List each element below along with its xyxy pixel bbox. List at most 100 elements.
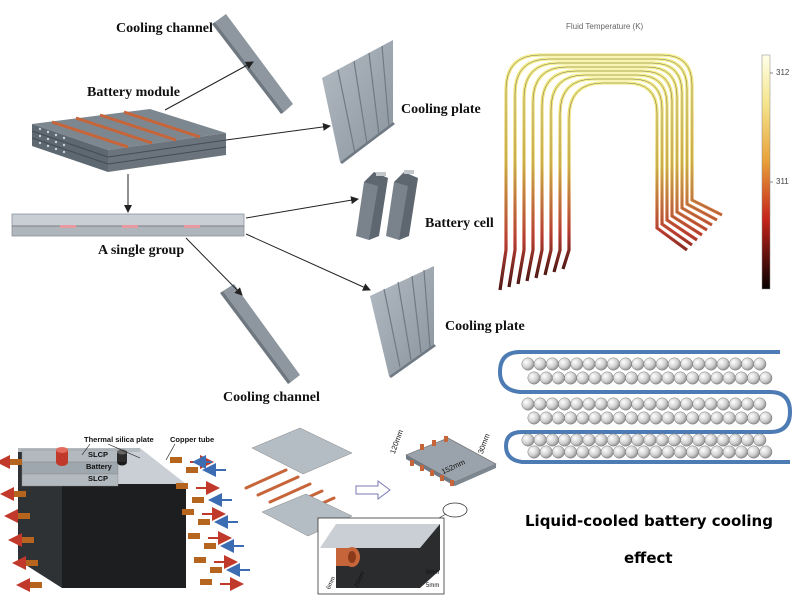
label-slcp-bottom: SLCP [88, 474, 109, 483]
battery-cell-circle [551, 445, 565, 459]
cooling-channel-top-shape [212, 14, 293, 114]
copper-stub [198, 519, 210, 525]
battery-cell-circle [594, 397, 608, 411]
battery-cell-circle [747, 371, 761, 385]
battery-cell-circle [680, 357, 694, 371]
battery-cell-circle [625, 411, 639, 425]
battery-cell-circle [558, 397, 572, 411]
battery-cell-circle [710, 411, 724, 425]
battery-cell-circle [606, 357, 620, 371]
battery-cell-circle [759, 411, 773, 425]
battery-cell-circle [606, 433, 620, 447]
battery-cell-circle [728, 397, 742, 411]
battery-cell-circle [631, 397, 645, 411]
battery-cell-circle [734, 445, 748, 459]
battery-cell-circle [680, 433, 694, 447]
battery-cell-circle [533, 357, 547, 371]
copper-stub [182, 509, 194, 515]
caption-line-1: Liquid-cooled battery cooling [525, 512, 773, 530]
copper-stub [18, 513, 30, 519]
battery-cell-circle [753, 397, 767, 411]
battery-cell-circle [539, 371, 553, 385]
battery-cell-circle [649, 411, 663, 425]
copper-stub [176, 483, 188, 489]
battery-cell-circle [673, 445, 687, 459]
battery-cell-circle [716, 397, 730, 411]
battery-cell-circle [600, 411, 614, 425]
battery-cell-circle [564, 411, 578, 425]
caption-line-2: effect [624, 549, 673, 567]
battery-cell-circle [576, 445, 590, 459]
battery-cell-circle [741, 357, 755, 371]
copper-stub [22, 537, 34, 543]
battery-cell-circle [527, 445, 541, 459]
battery-cell-circle [570, 357, 584, 371]
battery-cell-circle [625, 445, 639, 459]
battery-cell-circle [667, 433, 681, 447]
fluid-tube [525, 65, 708, 282]
battery-cell-circle [710, 445, 724, 459]
battery-cell-circle [747, 411, 761, 425]
colorbar [761, 54, 771, 290]
battery-cell-circle [533, 433, 547, 447]
battery-cell-circle [570, 397, 584, 411]
battery-cell-circle [545, 357, 559, 371]
cooling-plate-top-shape [322, 40, 395, 164]
battery-cell-circle [521, 397, 535, 411]
copper-stub [170, 457, 182, 463]
copper-stub [10, 459, 22, 465]
battery-cell-circle [722, 445, 736, 459]
label-battery-cell: Battery cell [425, 216, 494, 231]
battery-cell-circle [582, 357, 596, 371]
battery-cell-circle [741, 433, 755, 447]
battery-cell-circle [594, 357, 608, 371]
battery-cell-circle [722, 411, 736, 425]
colorbar-tick-312: 312 [776, 68, 790, 77]
label-slcp-top: SLCP [88, 450, 109, 459]
battery-cell-shape [356, 170, 418, 240]
battery-cell-circle [704, 433, 718, 447]
battery-cell-circle [588, 371, 602, 385]
colorbar-tick-311: 311 [776, 177, 789, 186]
battery-cell-circle [545, 397, 559, 411]
battery-cell-circle [564, 371, 578, 385]
battery-cell-circle [686, 445, 700, 459]
battery-cell-circle [686, 411, 700, 425]
fluid-tube-outline [544, 74, 698, 276]
battery-cell-circle [527, 411, 541, 425]
battery-cell-circle [545, 433, 559, 447]
battery-cell-circle [649, 371, 663, 385]
plate-exploded-diagram [244, 427, 497, 595]
battery-cell-circle [582, 397, 596, 411]
battery-cell-circle [722, 371, 736, 385]
battery-cell-circle [667, 397, 681, 411]
battery-cell-circle [704, 357, 718, 371]
battery-cell-circle [698, 445, 712, 459]
battery-cell-circle [631, 433, 645, 447]
battery-cell-circle [637, 371, 651, 385]
cooling-channel-bottom-shape [220, 284, 300, 384]
battery-cell-circle [521, 357, 535, 371]
battery-cell-circle [734, 411, 748, 425]
battery-stack-diagram [0, 443, 250, 592]
battery-cell-circle [692, 433, 706, 447]
label-cooling-plate-bottom: Cooling plate [445, 319, 525, 334]
arrow-group-to-channel [185, 237, 243, 296]
battery-cell-circle [716, 357, 730, 371]
arrow-group-to-cell [245, 196, 359, 219]
battery-cell-circle [588, 445, 602, 459]
battery-cell-circle [539, 411, 553, 425]
battery-cell-circle [600, 445, 614, 459]
battery-cell-circle [558, 433, 572, 447]
battery-cell-circle [692, 397, 706, 411]
battery-cell-circle [533, 397, 547, 411]
label-cooling-channel-top: Cooling channel [116, 21, 213, 36]
battery-cell-circle [753, 357, 767, 371]
fluid-tube-outline [553, 78, 693, 273]
battery-cell-circle [704, 397, 718, 411]
single-group-shape [11, 213, 245, 237]
label-a-single-group: A single group [98, 243, 185, 258]
copper-stub [14, 491, 26, 497]
battery-cell-circle [612, 411, 626, 425]
